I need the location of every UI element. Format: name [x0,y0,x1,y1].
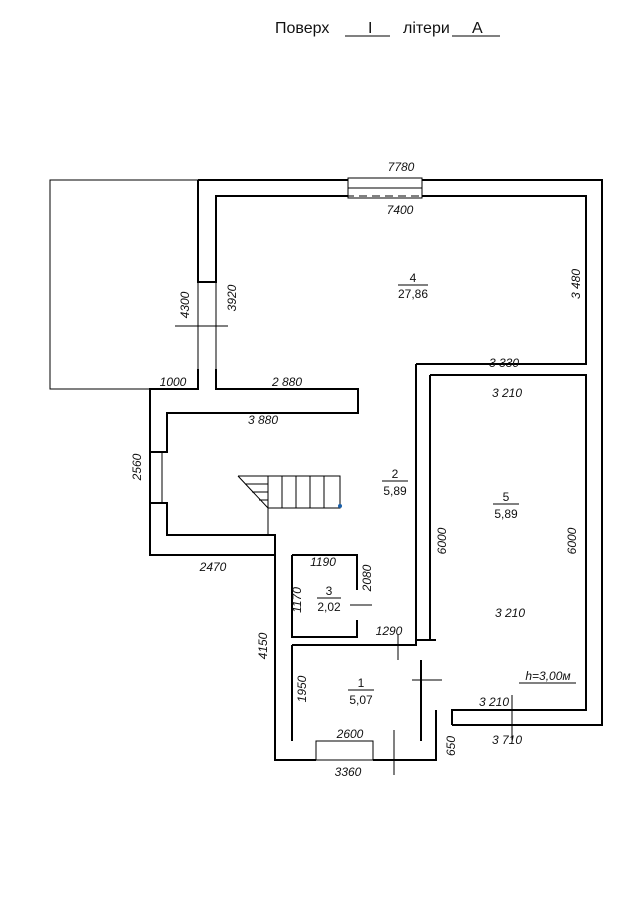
dim-hall-south: 2470 [199,560,227,574]
floor-label: Поверх [275,20,329,37]
wall-room3-north [292,554,358,590]
porch-outline [49,179,198,390]
room-2-area: 5,89 [383,484,407,498]
dim-top-inner: 7400 [387,203,414,217]
dim-room5-bottom-outer: 3 710 [492,733,522,747]
room-2-number: 2 [392,467,399,481]
ceiling-height: h=3,00м [525,669,570,683]
room-1-number: 1 [358,676,365,690]
wall-hall-south [149,502,276,556]
dim-porch-width: 1000 [160,375,187,389]
wall-south [373,710,437,761]
staircase [237,475,342,535]
room5-dashed [430,374,587,711]
dim-room3-left: 1170 [290,587,304,613]
floor-value: I [368,20,372,37]
dim-room5-top-outer: 3 330 [489,356,519,370]
dim-room1-left: 1950 [295,675,309,702]
dim-hall-bottom: 3 880 [248,413,278,427]
dim-left-outer: 4300 [178,291,192,318]
dim-room1-bottom-inner: 2600 [336,727,364,741]
dim-room4-right: 3 480 [569,269,583,299]
letter-value: А [472,20,483,37]
wall-nw-inner [197,180,348,283]
dim-room1-top: 1290 [376,624,403,638]
dim-room5-bottom-inner: 3 210 [479,695,509,709]
dim-room3-top: 1190 [310,555,336,569]
wall-west-lower [274,555,316,761]
room-5-area: 5,89 [494,507,518,521]
room-4-number: 4 [410,271,417,285]
room-3-area: 2,02 [317,600,341,614]
room-3-number: 3 [326,584,333,598]
door-south [315,740,374,761]
dim-room5-right: 6000 [565,527,579,554]
dim-room1-bottom-outer: 3360 [335,765,362,779]
dim-room3-right: 2080 [360,564,374,592]
wall-room3 [291,555,358,638]
dim-room5-left: 6000 [435,527,449,554]
wall-room4-east [416,195,587,365]
dim-bottom-offset: 650 [444,736,458,756]
dim-west-wall: 4150 [256,632,270,659]
room-5-number: 5 [503,490,510,504]
room-1-area: 5,07 [349,693,373,707]
letter-label: літери [403,20,450,37]
dim-hall-top: 2 880 [271,375,302,389]
dim-left-inner: 3920 [225,284,239,311]
wall-top-right-east [422,179,603,726]
dim-top-outer: 7780 [388,160,415,174]
room-4-area: 27,86 [398,287,428,301]
dim-hall-left: 2560 [130,453,144,481]
wall-room5-west [415,364,436,641]
dim-room5-mid: 3 210 [495,606,525,620]
wall-room1-north [292,640,417,646]
dim-room5-top-inner: 3 210 [492,386,522,400]
